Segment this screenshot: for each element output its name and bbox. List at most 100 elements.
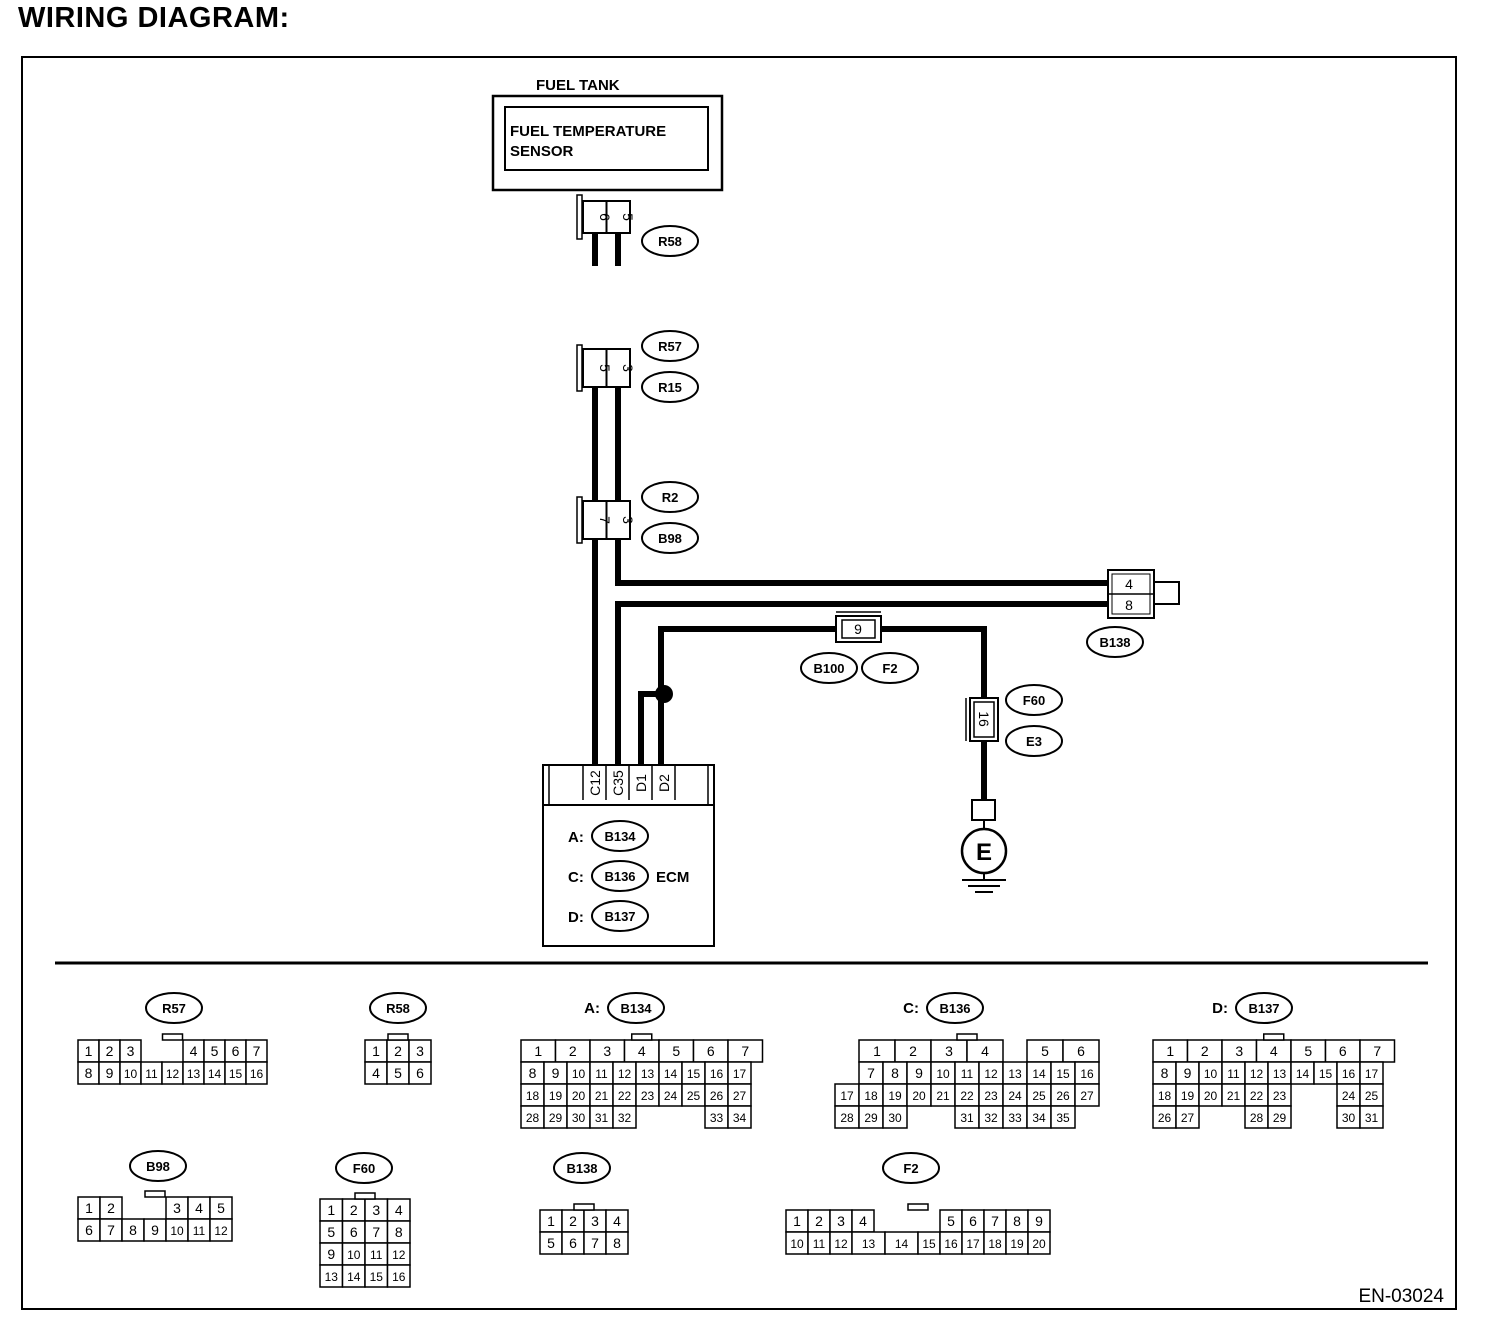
tag-r57: R57 (641, 330, 699, 362)
connector-view-pin: 20 (1204, 1089, 1218, 1103)
connector-view-pin: 1 (372, 1043, 380, 1059)
ecm-row-a-prefix: A: (568, 829, 584, 846)
connector-view-pin: 3 (127, 1043, 135, 1059)
connector-view-pin: 2 (569, 1043, 577, 1059)
connector-view-pin: 7 (741, 1043, 749, 1059)
connector-view-pin: 5 (672, 1043, 680, 1059)
connector-view-pin: 15 (370, 1270, 384, 1284)
connector-view-prefix: C: (903, 1000, 919, 1017)
connector-view-pin: 31 (595, 1111, 609, 1125)
connector-view-key (907, 1203, 929, 1211)
connector-view-pin: 6 (416, 1065, 424, 1081)
connector-view-pin: 2 (107, 1200, 115, 1216)
tag-f2: F2 (861, 652, 919, 684)
connector-view-pin: 1 (547, 1213, 555, 1229)
tag-r2: R2 (641, 481, 699, 513)
connector-view-tag-oval (129, 1150, 187, 1182)
connector-view-pin: 16 (392, 1270, 406, 1284)
connector-view-pin: 24 (664, 1089, 678, 1103)
connector-b100-f2: 9 (835, 611, 882, 643)
connector-view-pin: 13 (187, 1067, 201, 1081)
connector-view-pin: 13 (1008, 1067, 1022, 1081)
r57-pin-right: 3 (620, 364, 636, 372)
connector-view-pin: 12 (834, 1237, 848, 1251)
connector-view-pin: 14 (1032, 1067, 1046, 1081)
connector-view-tag-oval (369, 992, 427, 1024)
ecm-tag-b136: B136 (604, 869, 635, 884)
connector-view-tag: B134 (620, 1001, 652, 1016)
wire-d2-to-f2 (658, 626, 839, 768)
connector-view-tag-oval (553, 1152, 611, 1184)
connector-view-tag-oval (1235, 992, 1293, 1024)
connector-view-pin: 11 (595, 1067, 608, 1081)
connector-view-pin: 9 (1035, 1213, 1043, 1229)
connector-view-pin: 24 (1342, 1089, 1356, 1103)
connector-view-pin: 2 (1201, 1043, 1209, 1059)
connector-view-pin: 30 (888, 1111, 902, 1125)
connector-view-pin: 4 (859, 1213, 867, 1229)
connector-view-pin: 9 (106, 1065, 114, 1081)
ground-label: E (976, 839, 992, 866)
connector-view-key (631, 1033, 653, 1041)
svg-text:R57: R57 (658, 339, 682, 354)
connector-view-pin: 5 (547, 1235, 555, 1251)
connector-view-pin: 8 (1161, 1065, 1169, 1081)
connector-view-pin: 21 (936, 1089, 950, 1103)
svg-text:F60: F60 (1023, 693, 1045, 708)
connector-view-pin: 7 (253, 1043, 261, 1059)
connector-view-key (387, 1033, 409, 1041)
connector-view-pin: 2 (106, 1043, 114, 1059)
connector-view-pin: 1 (1166, 1043, 1174, 1059)
connector-view-pin: 28 (526, 1111, 540, 1125)
connector-view-pin: 16 (944, 1237, 958, 1251)
connector-view-pin: 34 (1032, 1111, 1046, 1125)
connector-view-pin: 28 (840, 1111, 854, 1125)
connector-view-pin: 2 (569, 1213, 577, 1229)
r57-pin-left: 5 (597, 364, 613, 372)
connector-view-pin: 22 (1250, 1089, 1264, 1103)
ecm-tag-b136-oval (591, 860, 649, 892)
connector-view-pin: 2 (909, 1043, 917, 1059)
connector-view-pin: 6 (1077, 1043, 1085, 1059)
connector-view-pin: 2 (815, 1213, 823, 1229)
connector-view-pin: 16 (710, 1067, 724, 1081)
connector-view-pin: 8 (85, 1065, 93, 1081)
connector-view-pin: 1 (85, 1043, 93, 1059)
connector-view-pin: 3 (603, 1043, 611, 1059)
connector-view-pin: 4 (981, 1043, 989, 1059)
connector-view-pin: 25 (1365, 1089, 1379, 1103)
connector-view-cell (605, 1231, 629, 1255)
connector-view-cell (245, 1061, 268, 1085)
connector-view-pin: 35 (1056, 1111, 1070, 1125)
connector-view-pin: 11 (813, 1237, 826, 1251)
connector-view-pin: 10 (124, 1067, 138, 1081)
connector-view-pin: 25 (1032, 1089, 1046, 1103)
wires (592, 231, 1111, 803)
connector-view-pin: 33 (1008, 1111, 1022, 1125)
connector-view-pin: 22 (960, 1089, 974, 1103)
connector-view-key (1263, 1033, 1285, 1041)
connector-view-pin: 4 (613, 1213, 621, 1229)
connector-view-pin: 7 (867, 1065, 875, 1081)
ecm-tag-b134-oval (591, 820, 649, 852)
connector-view-pin: 12 (1250, 1067, 1264, 1081)
connector-view-pin: 13 (325, 1270, 339, 1284)
connector-view-pin: 5 (947, 1213, 955, 1229)
connector-view-pin: 10 (170, 1224, 184, 1238)
connector-view-pin: 22 (618, 1089, 632, 1103)
svg-text:F2: F2 (882, 661, 897, 676)
connector-view-pin: 26 (710, 1089, 724, 1103)
r2-pin-left: 7 (597, 516, 613, 524)
connector-view-pin: 10 (1204, 1067, 1218, 1081)
connector-view-pin: 27 (733, 1089, 747, 1103)
connector-view-pin: 19 (888, 1089, 902, 1103)
connector-view-pin: 32 (618, 1111, 632, 1125)
connector-view-pin: 6 (569, 1235, 577, 1251)
wire-to-b138-pin4 (615, 537, 1111, 586)
connector-view-pin: 20 (912, 1089, 926, 1103)
connector-view-pin: 8 (129, 1222, 137, 1238)
